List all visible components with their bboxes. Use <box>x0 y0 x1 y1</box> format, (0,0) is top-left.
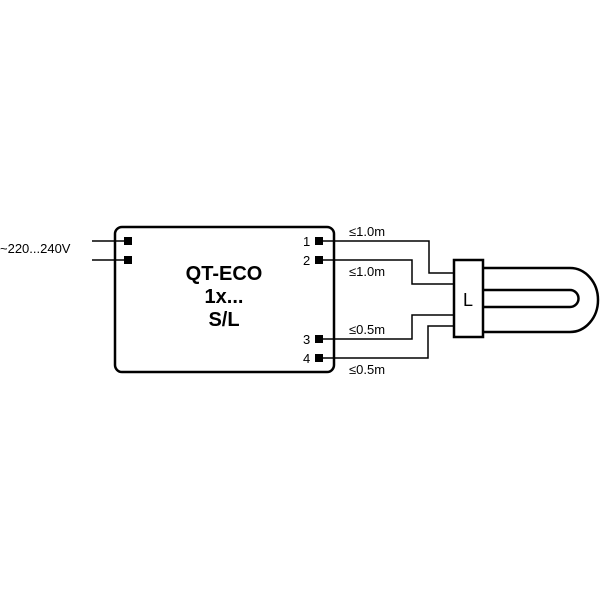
cable-length-1: ≤1.0m <box>349 224 385 239</box>
cable-length-4: ≤0.5m <box>349 362 385 377</box>
output-terminal-3 <box>315 335 323 343</box>
cable-length-3: ≤0.5m <box>349 322 385 337</box>
lamp-tube-outer <box>483 266 600 334</box>
cable-length-2: ≤1.0m <box>349 264 385 279</box>
terminal-label-1: 1 <box>303 234 310 249</box>
input-terminal-2 <box>124 256 132 264</box>
wire-1 <box>323 240 454 274</box>
terminal-label-4: 4 <box>303 351 310 366</box>
ballast-model: QT-ECO <box>186 263 263 285</box>
supply-voltage-label: ~220...240V <box>0 241 71 256</box>
output-terminal-2 <box>315 256 323 264</box>
terminal-label-2: 2 <box>303 253 310 268</box>
terminal-label-3: 3 <box>303 332 310 347</box>
lamp-socket <box>452 258 485 339</box>
output-terminal-1 <box>315 237 323 245</box>
ballast-config: 1x... <box>205 286 244 308</box>
lamp-tube-inner <box>483 288 580 309</box>
ballast-lamp-type: S/L <box>208 309 239 331</box>
wire-4 <box>323 325 454 359</box>
wire-2 <box>323 259 454 285</box>
lamp-label: L <box>463 290 473 310</box>
wire-3 <box>323 314 454 340</box>
input-terminal-1 <box>124 237 132 245</box>
output-terminal-4 <box>315 354 323 362</box>
ballast-box <box>113 225 336 374</box>
